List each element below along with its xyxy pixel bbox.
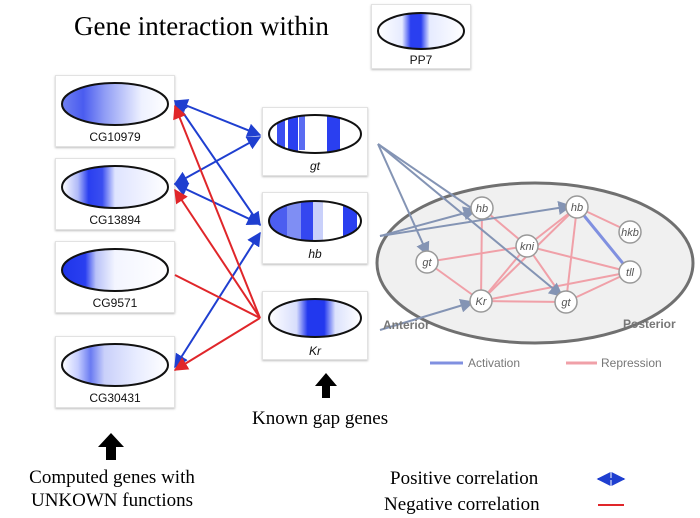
kr-label: Kr — [309, 344, 321, 358]
computed-caption-line2: UNKOWN functions — [30, 490, 193, 511]
kr-embryo — [268, 298, 362, 338]
positive-correlation-arrows — [173, 99, 262, 369]
negative-correlation-arrows — [173, 104, 261, 371]
cg30431-embryo — [61, 343, 169, 387]
node-kr: Kr — [476, 296, 488, 308]
hb-embryo — [268, 200, 362, 242]
computed-genes-caption: Computed genes with UNKOWN functions — [6, 466, 218, 512]
known-gap-genes-caption: Known gap genes — [252, 408, 389, 429]
pos-cg13894-hb — [173, 183, 262, 225]
pos-cg30431-hb — [174, 231, 261, 369]
hb-label: hb — [308, 247, 322, 261]
gap-card-gt: gt — [262, 107, 368, 176]
network-nodes — [415, 195, 642, 314]
pos-cg10979-gt — [173, 99, 262, 137]
node-kni: kni — [520, 241, 535, 253]
repression-legend-label: Repression — [601, 356, 662, 370]
neg-cg30431-kr — [173, 317, 261, 371]
computed-caption-line1: Computed genes with — [29, 467, 195, 488]
cg9571-label: CG9571 — [92, 296, 138, 310]
activation-legend-label: Activation — [468, 356, 521, 370]
neg-cg13894-kr — [174, 188, 261, 319]
pp7-embryo — [377, 12, 465, 50]
node-hb-right: hb — [571, 202, 583, 214]
gene-card-cg9571: CG9571 — [55, 241, 175, 313]
gene-card-cg30431: CG30431 — [55, 336, 175, 408]
negative-legend-label: Negative correlation — [384, 494, 540, 515]
gap-card-kr: Kr — [262, 291, 368, 360]
pp7-card: PP7 — [371, 4, 471, 69]
posterior-label: Posterior — [623, 317, 676, 331]
neg-cg9571-kr — [174, 274, 261, 319]
mapping-arrows — [377, 143, 573, 331]
gene-card-cg10979: CG10979 — [55, 75, 175, 147]
anterior-label: Anterior — [383, 318, 430, 332]
positive-legend-label: Positive correlation — [390, 468, 539, 489]
cg10979-embryo — [61, 82, 169, 126]
cg9571-embryo — [61, 248, 169, 292]
cg13894-embryo — [61, 165, 169, 209]
network-node-labels: hb hb hkb kni gt tll Kr gt — [422, 202, 638, 309]
cg13894-label: CG13894 — [89, 213, 141, 227]
node-hkb: hkb — [621, 227, 639, 239]
up-arrow-computed-icon — [98, 433, 124, 460]
repression-edges — [426, 206, 631, 303]
activation-edge — [575, 206, 632, 273]
up-arrow-gap-icon — [315, 373, 337, 398]
node-gt-right: gt — [561, 297, 571, 309]
gt-embryo — [268, 114, 362, 154]
cg30431-label: CG30431 — [89, 391, 141, 405]
gene-card-cg13894: CG13894 — [55, 158, 175, 230]
node-gt-left: gt — [422, 257, 432, 269]
figure-title: Gene interaction within — [74, 11, 329, 41]
gt-label: gt — [309, 159, 320, 173]
node-hb-left: hb — [476, 203, 488, 215]
node-tll: tll — [626, 267, 635, 279]
gap-card-hb: hb — [262, 192, 368, 264]
pp7-label: PP7 — [409, 53, 433, 67]
cg10979-label: CG10979 — [89, 130, 141, 144]
pos-cg13894-gt — [173, 136, 262, 185]
neg-cg10979-kr — [173, 104, 261, 319]
pos-cg10979-hb — [174, 99, 261, 227]
